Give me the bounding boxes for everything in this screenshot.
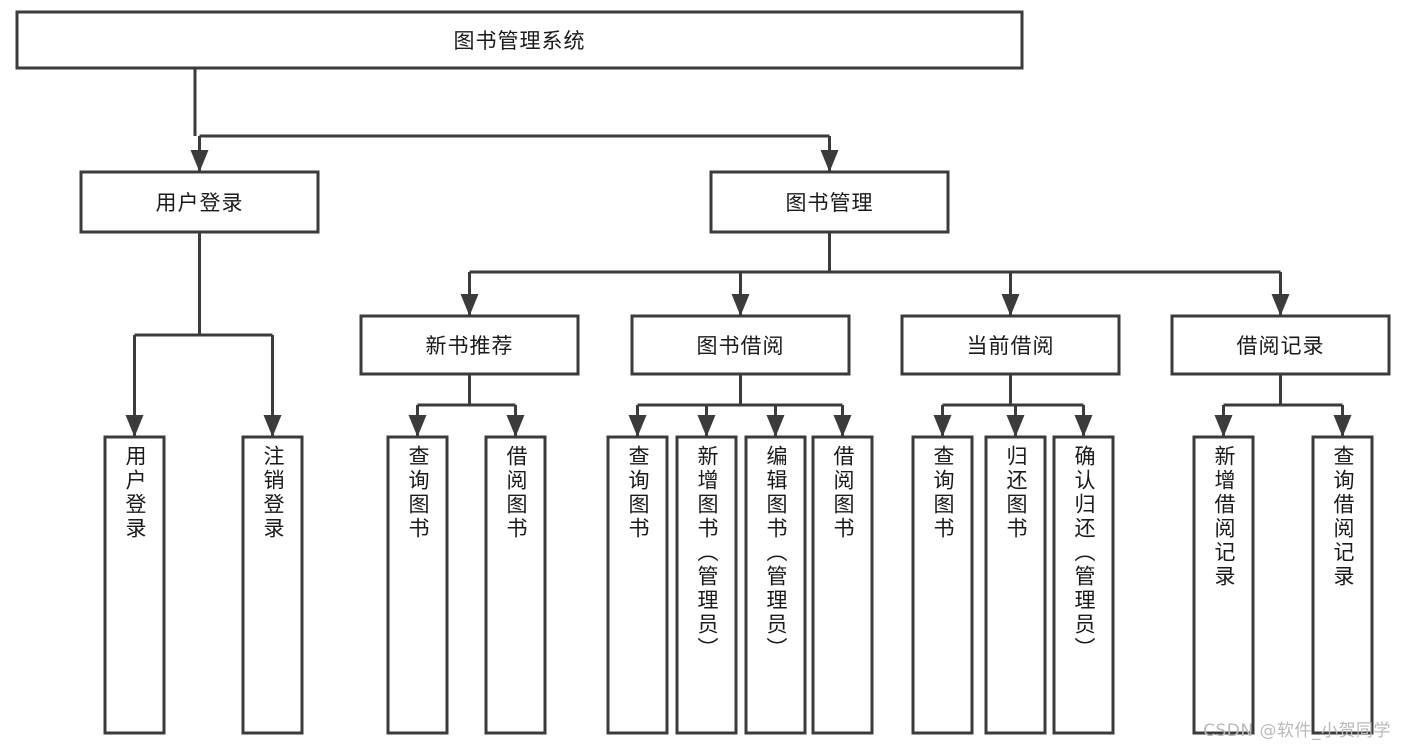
arrow-to-book-management xyxy=(820,150,839,172)
arrow-to-leaf-query-book-recommend xyxy=(408,415,427,437)
node-leaf-user-login[interactable] xyxy=(103,435,166,735)
node-leaf-query-book-current[interactable] xyxy=(911,435,974,735)
arrow-to-new-book-recommend xyxy=(460,294,479,316)
arrow-to-leaf-confirm-return-admin xyxy=(1074,415,1093,437)
node-leaf-query-borrow-record[interactable] xyxy=(1311,435,1374,735)
node-book-management[interactable] xyxy=(709,170,950,234)
arrow-to-leaf-edit-book-admin xyxy=(766,415,785,437)
arrow-to-leaf-return-book xyxy=(1006,415,1025,437)
node-user-login[interactable] xyxy=(79,170,320,234)
arrow-to-leaf-user-login xyxy=(125,415,144,437)
node-leaf-query-book-recommend[interactable] xyxy=(386,435,449,735)
node-borrow-records[interactable] xyxy=(1170,314,1391,376)
node-leaf-logout-login[interactable] xyxy=(241,435,304,735)
node-leaf-borrow-book-recommend[interactable] xyxy=(484,435,547,735)
arrow-to-leaf-borrow-book xyxy=(833,415,852,437)
node-new-book-recommend[interactable] xyxy=(359,314,580,376)
arrow-to-book-borrow xyxy=(731,294,750,316)
arrow-to-leaf-add-borrow-record xyxy=(1214,415,1233,437)
arrow-to-leaf-query-book-current xyxy=(933,415,952,437)
connectors-layer xyxy=(125,68,1352,437)
node-leaf-confirm-return-admin[interactable] xyxy=(1052,435,1115,735)
arrow-to-leaf-logout-login xyxy=(263,415,282,437)
arrow-to-current-borrow xyxy=(1001,294,1020,316)
node-current-borrow[interactable] xyxy=(900,314,1121,376)
node-leaf-add-borrow-record[interactable] xyxy=(1192,435,1255,735)
node-leaf-borrow-book[interactable] xyxy=(811,435,874,735)
node-leaf-edit-book-admin[interactable] xyxy=(744,435,807,735)
arrow-to-leaf-query-book-borrow xyxy=(628,415,647,437)
arrow-to-leaf-add-book-admin xyxy=(697,415,716,437)
node-leaf-add-book-admin[interactable] xyxy=(675,435,738,735)
node-leaf-query-book-borrow[interactable] xyxy=(606,435,669,735)
watermark-text: CSDN @软件_小贺同学 xyxy=(1203,721,1391,741)
arrow-to-user-login xyxy=(190,150,209,172)
node-leaf-return-book[interactable] xyxy=(984,435,1047,735)
arrow-to-borrow-records xyxy=(1271,294,1290,316)
node-root[interactable] xyxy=(15,10,1024,70)
node-book-borrow[interactable] xyxy=(630,314,851,376)
arrow-to-leaf-query-borrow-record xyxy=(1333,415,1352,437)
arrow-to-leaf-borrow-book-recommend xyxy=(506,415,525,437)
boxes-layer xyxy=(15,10,1391,735)
